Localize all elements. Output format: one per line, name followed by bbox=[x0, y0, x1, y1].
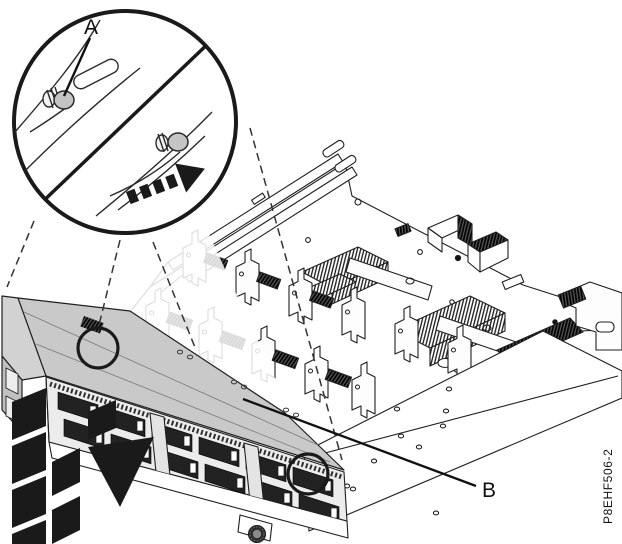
projection-ray bbox=[6, 220, 35, 288]
thumbscrew bbox=[237, 514, 273, 544]
motion-dash-column-left bbox=[12, 388, 46, 544]
latch-knob bbox=[167, 132, 189, 152]
cover-end-cap bbox=[1, 295, 47, 433]
projection-rays bbox=[6, 127, 343, 461]
callout-a-leader bbox=[62, 37, 92, 97]
front-cover bbox=[1, 295, 345, 471]
cover-latch-ring-right bbox=[286, 452, 330, 496]
power-connector bbox=[427, 214, 473, 253]
part-number-label: P8EHF506-2 bbox=[601, 449, 615, 524]
magnifier-inset: A bbox=[12, 9, 238, 235]
projection-wedge bbox=[10, 206, 298, 428]
projection-ray bbox=[152, 241, 197, 351]
press-direction-arrow-icon bbox=[126, 163, 205, 205]
projection-ray bbox=[249, 127, 343, 461]
callout-b-leader bbox=[242, 397, 477, 488]
callout-b-label: B bbox=[482, 479, 496, 502]
plunger-pressed-detail bbox=[95, 111, 213, 217]
right-end-bracket bbox=[557, 281, 622, 351]
label-chip bbox=[501, 273, 525, 291]
heatsink-bracket bbox=[345, 257, 433, 301]
cover-latch-ring-left bbox=[76, 326, 120, 370]
arrowhead bbox=[88, 437, 154, 507]
plunger-released-detail bbox=[14, 19, 141, 179]
latch-knob bbox=[53, 90, 75, 110]
io-connector bbox=[454, 231, 509, 273]
callout-a-label: A bbox=[84, 16, 98, 39]
motion-dash bbox=[88, 400, 116, 440]
inset-divider bbox=[34, 36, 216, 210]
projection-ray bbox=[98, 239, 121, 326]
motion-dash-column-mid bbox=[52, 448, 80, 544]
slide-direction-arrow-icon bbox=[12, 388, 154, 544]
small-chip bbox=[394, 223, 412, 237]
